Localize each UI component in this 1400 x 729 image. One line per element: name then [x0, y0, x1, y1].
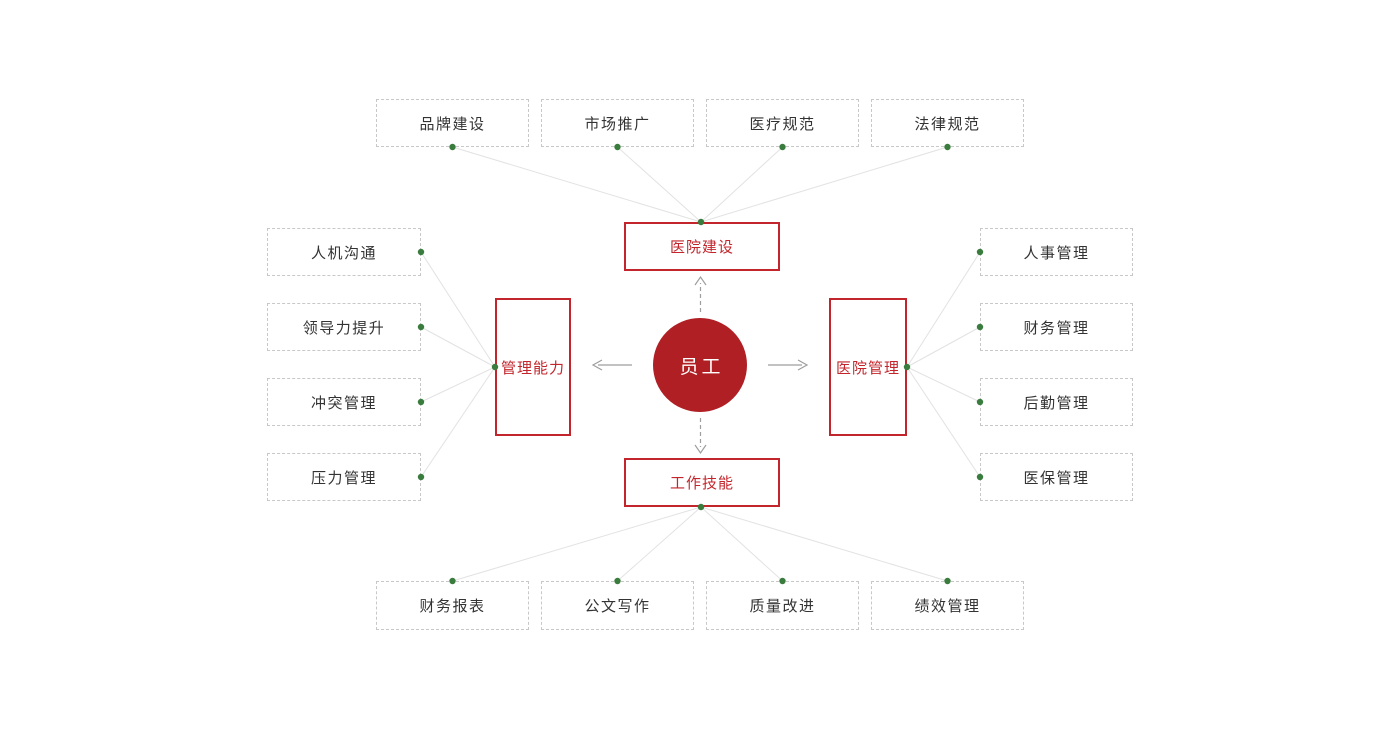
- leaf-node-bottom-4: 绩效管理: [871, 581, 1024, 630]
- connector-line: [617, 146, 702, 223]
- leaf-node-left-3: 冲突管理: [267, 378, 421, 426]
- leaf-node-label: 质量改进: [749, 598, 816, 615]
- branch-node-label: 医院管理: [835, 359, 900, 377]
- connector-line: [906, 251, 981, 368]
- connector-line: [452, 506, 702, 582]
- leaf-node-label: 压力管理: [310, 469, 377, 487]
- connector-line: [700, 146, 948, 223]
- leaf-node-label: 公文写作: [584, 598, 651, 615]
- connector-line: [420, 366, 496, 403]
- connector-line: [906, 326, 981, 368]
- arrow-up-icon: [694, 275, 707, 312]
- leaf-node-right-3: 后勤管理: [980, 378, 1133, 426]
- branch-node-right: 医院管理: [829, 298, 907, 436]
- leaf-node-top-1: 品牌建设: [376, 99, 529, 147]
- connector-line: [452, 146, 702, 223]
- connector-line: [420, 366, 496, 478]
- connector-line: [420, 326, 496, 368]
- connector-line: [906, 366, 981, 403]
- leaf-node-left-1: 人机沟通: [267, 228, 421, 276]
- leaf-node-label: 领导力提升: [302, 319, 386, 337]
- connector-line: [700, 146, 783, 223]
- connector-line: [700, 506, 783, 582]
- leaf-node-top-2: 市场推广: [541, 99, 694, 147]
- arrow-down-icon: [694, 418, 707, 455]
- leaf-node-label: 后勤管理: [1023, 394, 1090, 412]
- center-node-employee: 员工: [653, 318, 747, 412]
- leaf-node-bottom-2: 公文写作: [541, 581, 694, 630]
- leaf-node-bottom-3: 质量改进: [706, 581, 859, 630]
- connector-line: [617, 506, 702, 582]
- leaf-node-label: 绩效管理: [914, 598, 981, 615]
- leaf-node-label: 法律规范: [914, 115, 981, 133]
- leaf-node-top-3: 医疗规范: [706, 99, 859, 147]
- branch-node-label: 管理能力: [500, 359, 565, 377]
- leaf-node-label: 人机沟通: [310, 244, 377, 262]
- branch-node-left: 管理能力: [495, 298, 571, 436]
- branch-node-bottom: 工作技能: [624, 458, 780, 507]
- leaf-node-label: 品牌建设: [419, 115, 486, 133]
- branch-node-top: 医院建设: [624, 222, 780, 271]
- leaf-node-right-1: 人事管理: [980, 228, 1133, 276]
- leaf-node-label: 财务管理: [1023, 319, 1090, 337]
- branch-node-label: 医院建设: [669, 239, 734, 256]
- leaf-node-label: 人事管理: [1023, 244, 1090, 262]
- leaf-node-left-4: 压力管理: [267, 453, 421, 501]
- arrow-left-icon: [591, 359, 632, 371]
- leaf-node-label: 冲突管理: [310, 394, 377, 412]
- leaf-node-label: 医保管理: [1023, 469, 1090, 487]
- connector-line: [700, 506, 948, 582]
- leaf-node-right-4: 医保管理: [980, 453, 1133, 501]
- leaf-node-bottom-1: 财务报表: [376, 581, 529, 630]
- arrow-right-icon: [768, 359, 809, 371]
- leaf-node-top-4: 法律规范: [871, 99, 1024, 147]
- connector-line: [906, 366, 981, 478]
- connector-line: [420, 251, 496, 368]
- branch-node-label: 工作技能: [669, 475, 734, 492]
- center-node-label: 员工: [679, 356, 724, 378]
- leaf-node-label: 医疗规范: [749, 115, 816, 133]
- leaf-node-label: 市场推广: [584, 115, 651, 133]
- leaf-node-label: 财务报表: [419, 598, 486, 615]
- leaf-node-right-2: 财务管理: [980, 303, 1133, 351]
- leaf-node-left-2: 领导力提升: [267, 303, 421, 351]
